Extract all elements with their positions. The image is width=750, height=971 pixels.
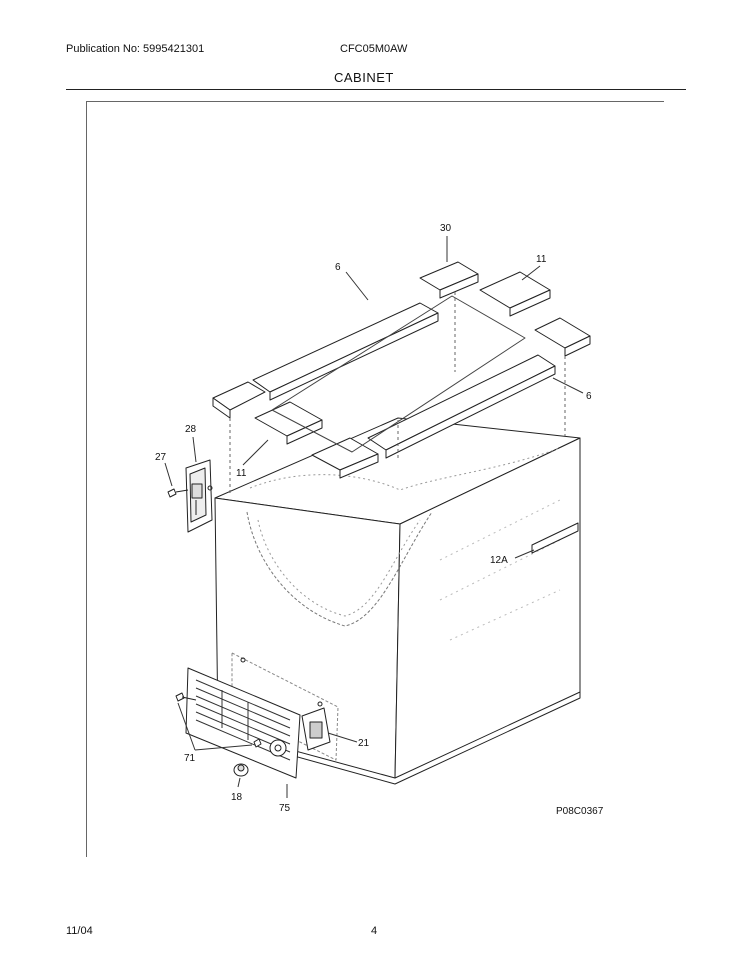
callout-21: 21 [358, 738, 370, 749]
callout-28: 28 [185, 424, 197, 435]
callout-30: 30 [440, 223, 452, 234]
callout-27: 27 [155, 452, 167, 463]
alignment-lines [229, 292, 566, 496]
callout-75: 75 [279, 803, 291, 814]
thermostat-control [301, 707, 331, 751]
breaker-strip-frame [212, 261, 591, 479]
publication-number: Publication No: 5995421301 [66, 43, 205, 55]
callout-6-left: 6 [335, 262, 341, 273]
callout-6-right: 6 [586, 391, 592, 402]
header-rule [66, 89, 686, 90]
frame-left-border [86, 101, 87, 857]
grille-panel [175, 667, 301, 779]
callout-labels: 30 6 11 6 11 28 27 12A 21 71 18 75 P08C0… [155, 223, 604, 817]
callout-11-left: 11 [236, 468, 247, 479]
section-title: CABINET [334, 70, 394, 85]
callout-18: 18 [231, 792, 243, 803]
control-knob [233, 763, 249, 777]
drawing-number: P08C0367 [556, 806, 604, 817]
leader-lines [164, 236, 584, 798]
cabinet-body [214, 417, 581, 785]
callout-11-right: 11 [536, 254, 547, 265]
hinge-assembly [167, 459, 213, 533]
footer-date: 11/04 [66, 925, 93, 937]
frame-top-border [86, 101, 664, 102]
callout-12A: 12A [490, 555, 508, 566]
page-number: 4 [371, 925, 378, 937]
callout-71: 71 [184, 753, 196, 764]
model-number: CFC05M0AW [340, 43, 408, 55]
